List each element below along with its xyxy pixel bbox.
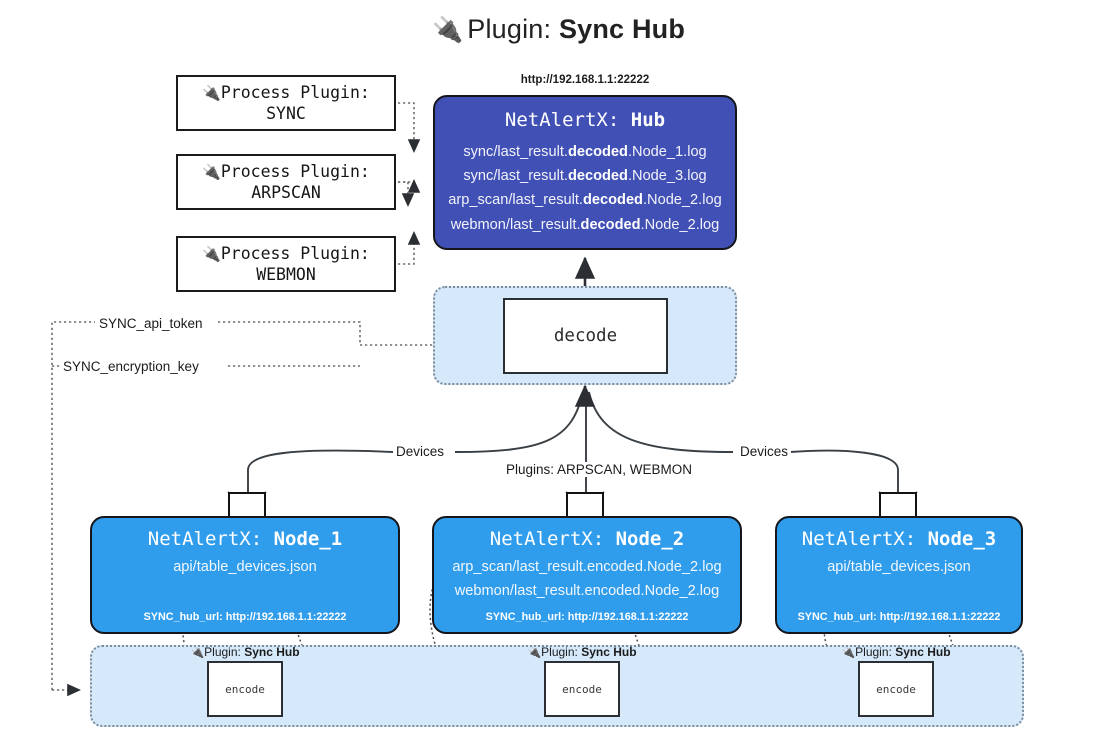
hub-log-line: webmon/last_result.decoded.Node_2.log — [435, 213, 735, 237]
hub-log-1-strong: decoded — [567, 168, 628, 185]
edge-node3-to-decode-right — [789, 449, 899, 492]
edge-sync-to-hub-2 — [398, 179, 421, 193]
node-3-title-prefix: NetAlertX: — [801, 528, 917, 550]
hub-log-2-post: .Node_2.log — [642, 192, 722, 209]
node-box-node-3[interactable]: NetAlertX: Node_3 api/table_devices.json… — [775, 516, 1023, 634]
decode-box[interactable]: decode — [503, 298, 668, 374]
plug-icon: 🔌 — [527, 647, 542, 659]
plug-icon: 🔌 — [202, 244, 221, 263]
label-plugins-center: Plugins: ARPSCAN, WEBMON — [503, 462, 696, 477]
hub-log-2-pre: arp_scan/last_result. — [448, 192, 583, 209]
hub-log-line: sync/last_result.decoded.Node_1.log — [435, 140, 735, 164]
edge-arpscan-to-hub — [398, 181, 415, 207]
edge-curve-right-into-decode — [588, 391, 734, 453]
plug-icon: 🔌 — [202, 83, 221, 102]
node-3-title-name: Node_3 — [927, 528, 997, 550]
hub-log-1-pre: sync/last_result. — [463, 168, 568, 185]
hub-log-line: arp_scan/last_result.decoded.Node_2.log — [435, 188, 735, 212]
encode-2-label-name: Sync Hub — [581, 645, 637, 659]
encode-1-plugin-label: 🔌Plugin: Sync Hub — [155, 645, 335, 659]
plug-icon: 🔌 — [202, 162, 221, 181]
encode-box-2[interactable]: encode — [544, 661, 620, 717]
page-title-prefix: Plugin: — [467, 14, 552, 44]
process-plugin-arpscan-box[interactable]: 🔌Process Plugin: ARPSCAN — [176, 154, 396, 210]
page-title-name: Sync Hub — [558, 14, 686, 44]
process-plugin-arpscan-line2: ARPSCAN — [251, 183, 321, 203]
node-3-line: api/table_devices.json — [827, 559, 971, 575]
encode-2-plugin-label: 🔌Plugin: Sync Hub — [492, 645, 672, 659]
page-title: 🔌Plugin: Sync Hub — [0, 14, 1117, 45]
encode-1-label-name: Sync Hub — [244, 645, 300, 659]
process-plugin-webmon-line1: Process Plugin: — [220, 243, 370, 263]
encode-3-plugin-label: 🔌Plugin: Sync Hub — [806, 645, 986, 659]
hub-log-0-strong: decoded — [567, 144, 628, 160]
node-2-title-prefix: NetAlertX: — [489, 528, 605, 550]
node-2-line: arp_scan/last_result.encoded.Node_2.log — [452, 559, 722, 575]
node-box-node-2[interactable]: NetAlertX: Node_2 arp_scan/last_result.e… — [432, 516, 742, 634]
process-plugin-sync-box[interactable]: 🔌Process Plugin: SYNC — [176, 75, 396, 131]
hub-log-3-post: .Node_2.log — [640, 216, 720, 233]
hub-url-label: http://192.168.1.1:22222 — [520, 74, 650, 86]
encode-box-3[interactable]: encode — [858, 661, 934, 717]
hub-log-2-strong: decoded — [582, 192, 643, 209]
label-devices-right: Devices — [737, 444, 792, 459]
encode-2-label-prefix: Plugin: — [541, 645, 578, 659]
hub-title-prefix: NetAlertX: — [504, 109, 620, 131]
label-sync-api-token: SYNC_api_token — [96, 316, 206, 331]
hub-title-name: Hub — [630, 109, 666, 131]
node-1-title: NetAlertX: Node_1 — [92, 528, 398, 550]
node-1-title-prefix: NetAlertX: — [147, 528, 263, 550]
process-plugin-sync-line1: Process Plugin: — [220, 82, 370, 102]
hub-log-0-post: .Node_1.log — [627, 144, 707, 160]
process-plugin-arpscan-line1: Process Plugin: — [220, 161, 370, 181]
plug-icon: 🔌 — [190, 647, 205, 659]
node-1-line: api/table_devices.json — [173, 559, 317, 575]
encode-box-1[interactable]: encode — [207, 661, 283, 717]
edge-curve-left-into-decode — [454, 391, 584, 453]
encode-3-label-prefix: Plugin: — [855, 645, 892, 659]
edge-encryption-key-path — [51, 321, 95, 690]
node-2-line: webmon/last_result.encoded.Node_2.log — [454, 582, 720, 599]
process-plugin-webmon-line2: WEBMON — [256, 265, 316, 285]
node-1-footer: SYNC_hub_url: http://192.168.1.1:22222 — [143, 611, 347, 623]
node-2-title: NetAlertX: Node_2 — [434, 528, 740, 550]
label-devices-left: Devices — [393, 444, 448, 459]
hub-log-line: sync/last_result.decoded.Node_3.log — [435, 164, 735, 188]
node-3-footer: SYNC_hub_url: http://192.168.1.1:22222 — [797, 611, 1001, 623]
encode-3-label-name: Sync Hub — [895, 645, 951, 659]
plug-icon: 🔌 — [841, 647, 856, 659]
hub-log-3-strong: decoded — [580, 216, 641, 233]
process-plugin-webmon-box[interactable]: 🔌Process Plugin: WEBMON — [176, 236, 396, 292]
encode-1-label-prefix: Plugin: — [204, 645, 241, 659]
edge-sync-to-hub-1 — [398, 102, 421, 153]
hub-log-0-pre: sync/last_result. — [463, 144, 568, 160]
label-sync-encryption-key: SYNC_encryption_key — [60, 359, 202, 374]
plug-icon: 🔌 — [431, 16, 464, 44]
hub-log-1-post: .Node_3.log — [627, 168, 707, 185]
node-2-title-name: Node_2 — [615, 528, 685, 550]
node-box-node-1[interactable]: NetAlertX: Node_1 api/table_devices.json… — [90, 516, 400, 634]
node-3-title: NetAlertX: Node_3 — [777, 528, 1021, 550]
edge-node1-to-decode-left — [247, 449, 394, 492]
hub-log-3-pre: webmon/last_result. — [450, 216, 581, 233]
edge-webmon-to-hub — [398, 231, 421, 265]
node-2-footer: SYNC_hub_url: http://192.168.1.1:22222 — [485, 611, 689, 623]
hub-title: NetAlertX: Hub — [435, 109, 735, 131]
hub-box[interactable]: NetAlertX: Hub sync/last_result.decoded.… — [433, 95, 737, 250]
process-plugin-sync-line2: SYNC — [266, 104, 306, 124]
node-1-title-name: Node_1 — [273, 528, 343, 550]
